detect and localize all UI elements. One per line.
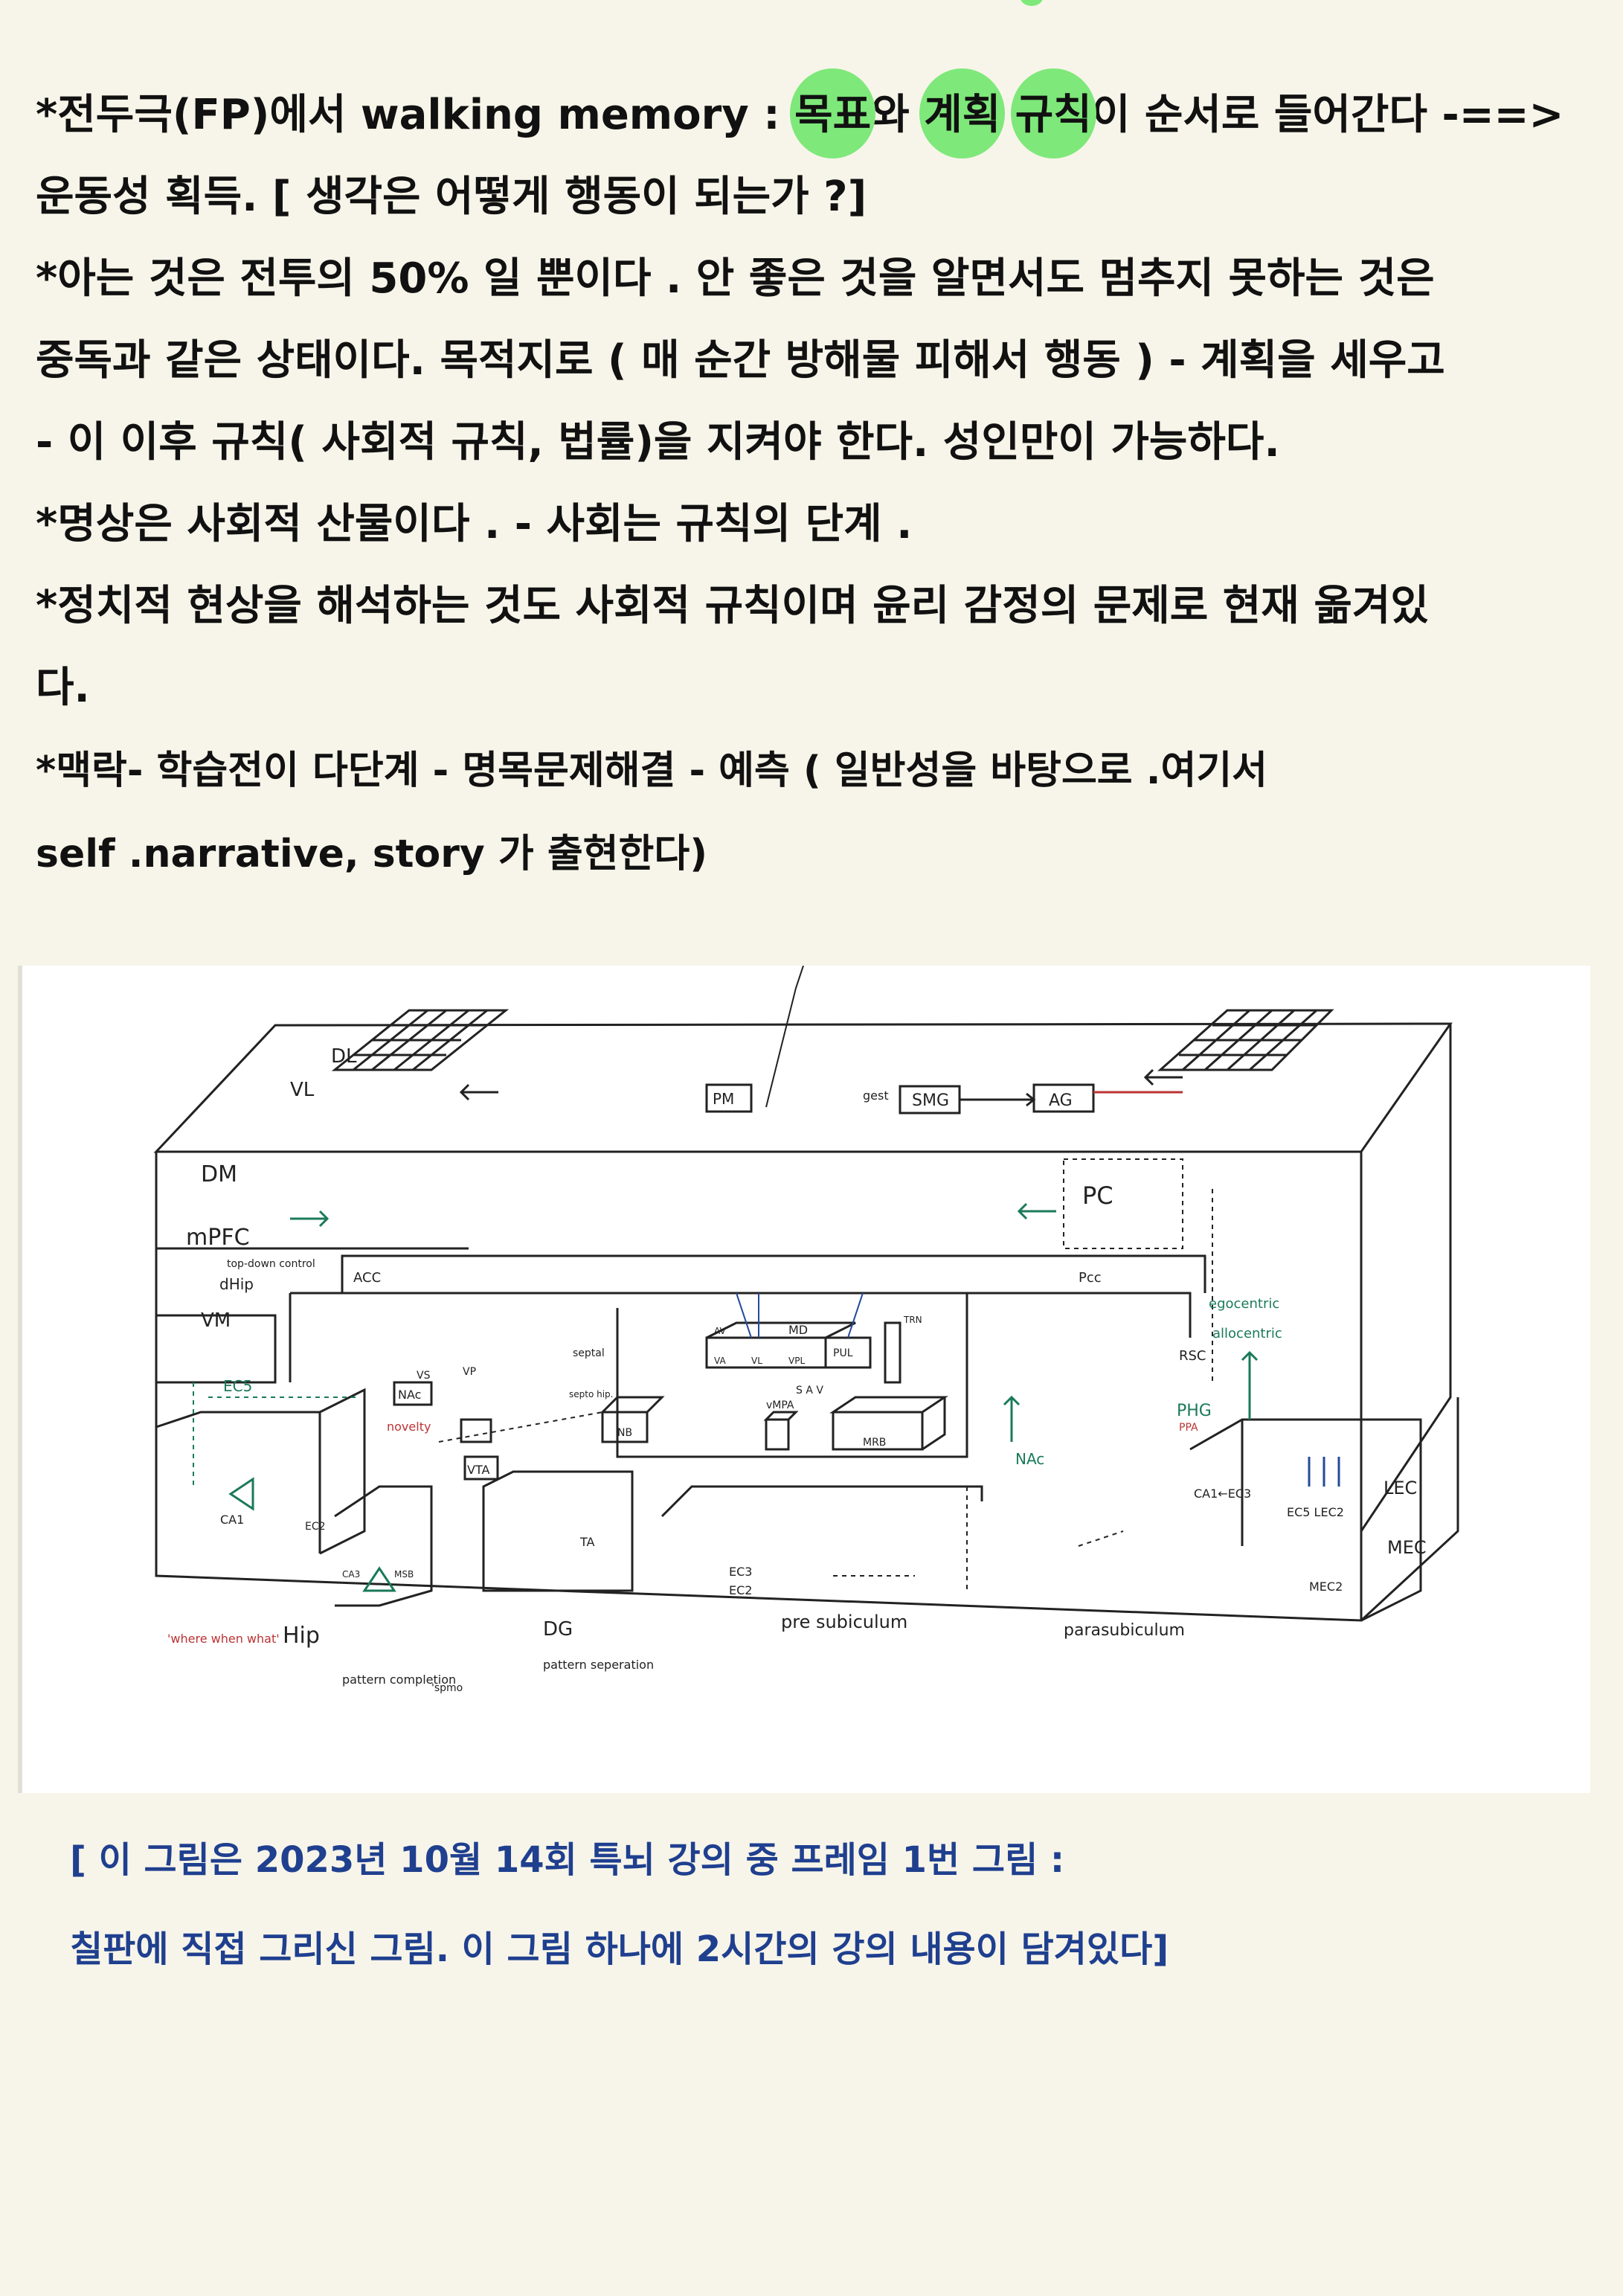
note-text: *전두극(FP)에서 walking memory : 목표와 계획 규칙이 순… (36, 74, 1598, 896)
diagram-label: allocentric (1212, 1326, 1282, 1341)
diagram-label: ACC (353, 1270, 381, 1286)
diagram-label: DG (543, 1618, 573, 1641)
highlight-mark (1021, 0, 1043, 6)
diagram-label: TA (579, 1535, 595, 1549)
diagram-label: novelty (387, 1420, 431, 1434)
thalamus-block (705, 1292, 902, 1384)
diagram-label: 'spmo (431, 1682, 463, 1694)
diagram-label: EC5 LEC2 (1287, 1505, 1344, 1519)
diagram-label: septo hip. (569, 1389, 613, 1399)
diagram-label: VTA (467, 1463, 489, 1477)
diagram-label: Hip (283, 1623, 320, 1649)
diagram-label: septal (573, 1347, 605, 1359)
diagram-label: NAc (1015, 1450, 1044, 1468)
diagram-label: S A V (796, 1385, 823, 1396)
note-line: 다. (36, 664, 90, 712)
note-line: - 이 이후 규칙( 사회적 규칙, 법률)을 지켜야 한다. 성인만이 가능하… (36, 418, 1280, 466)
diagram-label: MRB (863, 1437, 886, 1449)
diagram-label: RSC (1179, 1348, 1206, 1364)
note-line: 중독과 같은 상태이다. 목적지로 ( 매 순간 방해물 피해서 행동 ) - … (36, 336, 1445, 385)
diagram-labels: DL VL DM mPFC top-down control dHip VM A… (167, 1045, 1427, 1694)
diagram-label: parasubiculum (1064, 1621, 1185, 1640)
note-line: *아는 것은 전투의 50% 일 뿐이다 . 안 좋은 것을 알면서도 멈추지 … (36, 254, 1435, 303)
dl-grid (331, 1009, 510, 1071)
diagram-label: top-down control (227, 1258, 315, 1270)
right-grid (1157, 1009, 1334, 1071)
highlight-goal: 목표 (794, 91, 872, 139)
diagram-label: CA1←EC3 (1194, 1487, 1251, 1501)
diagram-label: MEC (1387, 1537, 1427, 1558)
diagram-label: DL (331, 1045, 357, 1068)
diagram-label: dHip (219, 1275, 254, 1293)
diagram-label: VM (201, 1309, 231, 1332)
diagram-label: pattern completion (342, 1673, 456, 1687)
diagram-label: EC3 (729, 1565, 752, 1579)
brain-diagram-figure: DL VL DM mPFC top-down control dHip VM A… (18, 966, 1590, 1793)
diagram-label: PC (1082, 1181, 1113, 1210)
figure-caption: [ 이 그림은 2023년 10월 14회 특뇌 강의 중 프레임 1번 그림 … (70, 1815, 1558, 1994)
diagram-label: Pcc (1079, 1270, 1102, 1286)
diagram-label: PM (713, 1090, 734, 1108)
diagram-label: vMPA (766, 1399, 794, 1411)
diagram-label: TRN (903, 1315, 922, 1325)
diagram-label: mPFC (186, 1225, 250, 1251)
diagram-label: CA1 (220, 1513, 244, 1527)
note-text-span: 이 순서로 들어간다 -==> (1091, 91, 1564, 139)
diagram-label: NAc (398, 1388, 421, 1402)
diagram-label: PPA (1179, 1422, 1198, 1434)
diagram-label: gest (863, 1088, 889, 1103)
diagram-label: LEC (1383, 1478, 1417, 1498)
diagram-label: VL (290, 1079, 315, 1101)
note-line: *정치적 현상을 해석하는 것도 사회적 규칙이며 윤리 감정의 문제로 현재 … (36, 582, 1429, 630)
diagram-label: pre subiculum (781, 1612, 907, 1632)
diagram-label: AG (1049, 1091, 1073, 1110)
diagram-label: MSB (394, 1569, 414, 1580)
diagram-label: NB (617, 1427, 632, 1439)
diagram-label: MD (788, 1323, 808, 1337)
diagram-label: AV (714, 1326, 726, 1336)
diagram-label: egocentric (1209, 1296, 1279, 1312)
note-line: *전두극(FP)에서 walking memory : 목표와 계획 규칙이 순… (36, 74, 1598, 156)
note-text-span: 와 (871, 91, 925, 139)
caption-line: 칠판에 직접 그리신 그림. 이 그림 하나에 2시간의 강의 내용이 담겨있다… (70, 1928, 1169, 1970)
diagram-label: PHG (1177, 1402, 1212, 1420)
diagram-label: DM (201, 1161, 237, 1187)
diagram-label: CA3 (342, 1569, 360, 1580)
diagram-label: VP (463, 1366, 476, 1378)
diagram-label: 'where when what' (167, 1632, 280, 1646)
note-line: *맥락- 학습전이 다단계 - 명목문제해결 - 예측 ( 일반성을 바탕으로 … (36, 748, 1268, 793)
note-line: self .narrative, story 가 출현한다) (36, 832, 707, 876)
brain-diagram-drawing: DL VL DM mPFC top-down control dHip VM A… (153, 966, 1459, 1694)
diagram-label: VPL (788, 1356, 805, 1366)
diagram-label: SMG (912, 1091, 949, 1110)
highlight-plan: 계획 (924, 91, 1001, 139)
diagram-label: VS (417, 1370, 431, 1382)
diagram-label: EC2 (729, 1583, 752, 1597)
diagram-label: EC2 (305, 1521, 326, 1533)
diagram-label: EC5 (223, 1377, 252, 1395)
highlight-rule: 규칙 (1015, 91, 1092, 139)
caption-line: [ 이 그림은 2023년 10월 14회 특뇌 강의 중 프레임 1번 그림 … (70, 1839, 1065, 1881)
diagram-label: VL (751, 1356, 762, 1366)
note-line: 운동성 획득. [ 생각은 어떻게 행동이 되는가 ?] (36, 173, 867, 221)
diagram-label: pattern seperation (543, 1658, 654, 1672)
diagram-label: PUL (833, 1347, 853, 1359)
note-text-span: *전두극(FP)에서 walking memory : (36, 91, 795, 139)
note-line: *명상은 사회적 산물이다 . - 사회는 규칙의 단계 . (36, 500, 913, 548)
diagram-label: MEC2 (1309, 1580, 1343, 1594)
diagram-label: VA (714, 1356, 726, 1366)
